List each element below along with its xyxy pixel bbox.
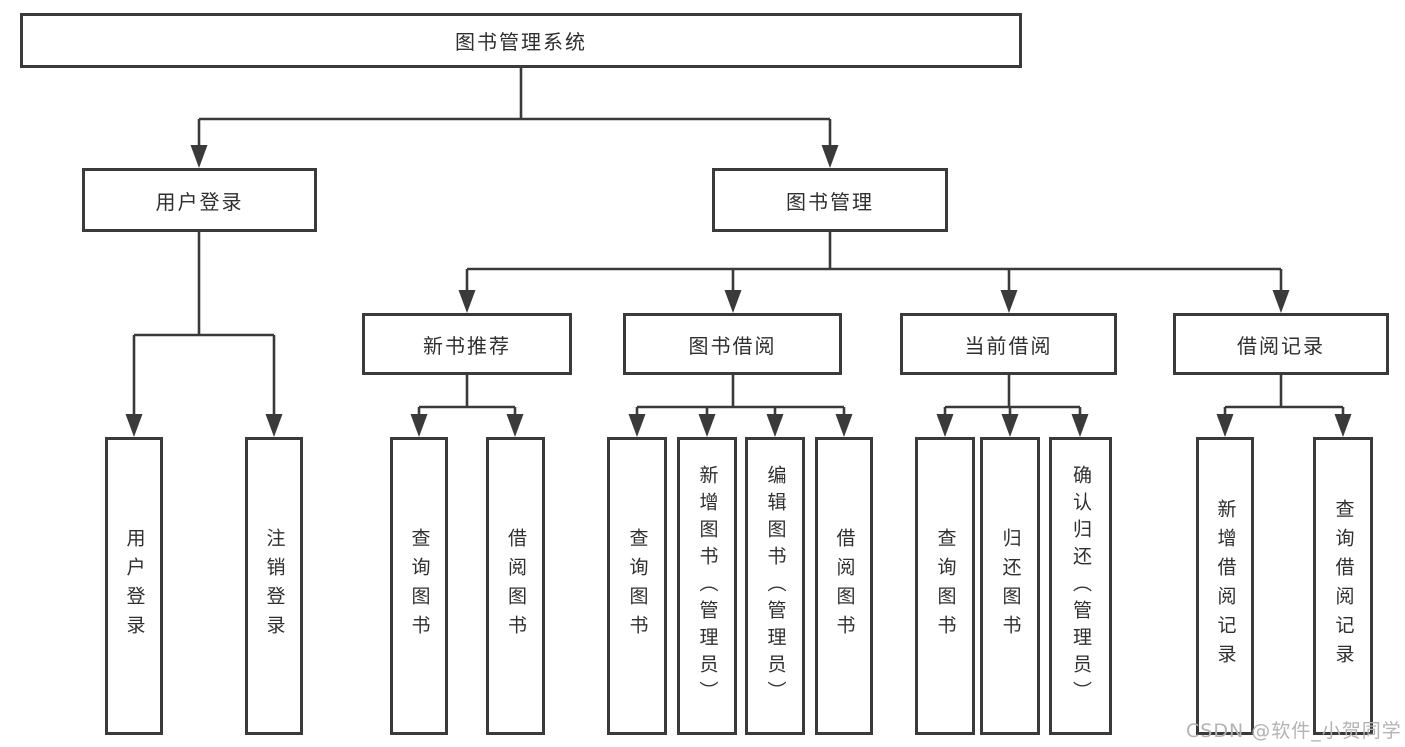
leaf-logout-label: 注销登录 bbox=[263, 528, 286, 644]
node-new-book-recommend-label: 新书推荐 bbox=[423, 333, 511, 358]
leaf-borrow-add-admin-label: 新增图书（管理员） bbox=[696, 464, 719, 708]
leaf-borrow-add-admin: 新增图书（管理员） bbox=[677, 437, 737, 735]
node-user-login: 用户登录 bbox=[82, 168, 317, 232]
leaf-current-return: 归还图书 bbox=[980, 437, 1040, 735]
leaf-current-query-label: 查询图书 bbox=[934, 528, 957, 644]
leaf-newbooks-query-label: 查询图书 bbox=[408, 528, 431, 644]
node-borrow-records-label: 借阅记录 bbox=[1237, 333, 1325, 358]
node-borrow-records: 借阅记录 bbox=[1173, 313, 1389, 375]
leaf-borrow-edit-admin: 编辑图书（管理员） bbox=[745, 437, 805, 735]
node-book-management-label: 图书管理 bbox=[786, 189, 874, 214]
leaf-current-confirm-admin: 确认归还（管理员） bbox=[1049, 437, 1112, 735]
node-book-management: 图书管理 bbox=[712, 168, 948, 232]
leaf-logout: 注销登录 bbox=[245, 437, 303, 735]
leaf-records-add: 新增借阅记录 bbox=[1196, 437, 1254, 735]
node-book-borrow-label: 图书借阅 bbox=[688, 333, 777, 358]
leaf-records-query-label: 查询借阅记录 bbox=[1332, 499, 1355, 673]
arrowheads bbox=[125, 145, 1352, 437]
leaf-newbooks-borrow: 借阅图书 bbox=[486, 437, 545, 735]
node-new-book-recommend: 新书推荐 bbox=[362, 313, 572, 375]
leaf-user-login: 用户登录 bbox=[105, 437, 163, 735]
leaf-newbooks-query: 查询图书 bbox=[390, 437, 448, 735]
leaf-borrow-borrow-label: 借阅图书 bbox=[833, 528, 856, 644]
node-root-label: 图书管理系统 bbox=[455, 30, 587, 54]
leaf-current-query: 查询图书 bbox=[915, 437, 975, 735]
leaf-current-confirm-admin-label: 确认归还（管理员） bbox=[1070, 464, 1092, 708]
node-book-borrow: 图书借阅 bbox=[623, 313, 842, 375]
node-root: 图书管理系统 bbox=[20, 13, 1022, 68]
leaf-user-login-label: 用户登录 bbox=[123, 528, 146, 644]
leaf-records-add-label: 新增借阅记录 bbox=[1214, 499, 1237, 673]
node-current-borrow-label: 当前借阅 bbox=[964, 333, 1053, 358]
leaf-borrow-query: 查询图书 bbox=[607, 437, 667, 735]
leaf-borrow-edit-admin-label: 编辑图书（管理员） bbox=[764, 464, 787, 708]
leaf-current-return-label: 归还图书 bbox=[999, 528, 1022, 644]
leaf-borrow-borrow: 借阅图书 bbox=[815, 437, 873, 735]
leaf-newbooks-borrow-label: 借阅图书 bbox=[505, 528, 527, 644]
leaf-records-query: 查询借阅记录 bbox=[1313, 437, 1373, 735]
leaf-borrow-query-label: 查询图书 bbox=[626, 528, 649, 644]
csdn-watermark: CSDN @软件_小贺同学 bbox=[1186, 720, 1402, 742]
node-current-borrow: 当前借阅 bbox=[900, 313, 1117, 375]
node-user-login-label: 用户登录 bbox=[155, 189, 244, 214]
